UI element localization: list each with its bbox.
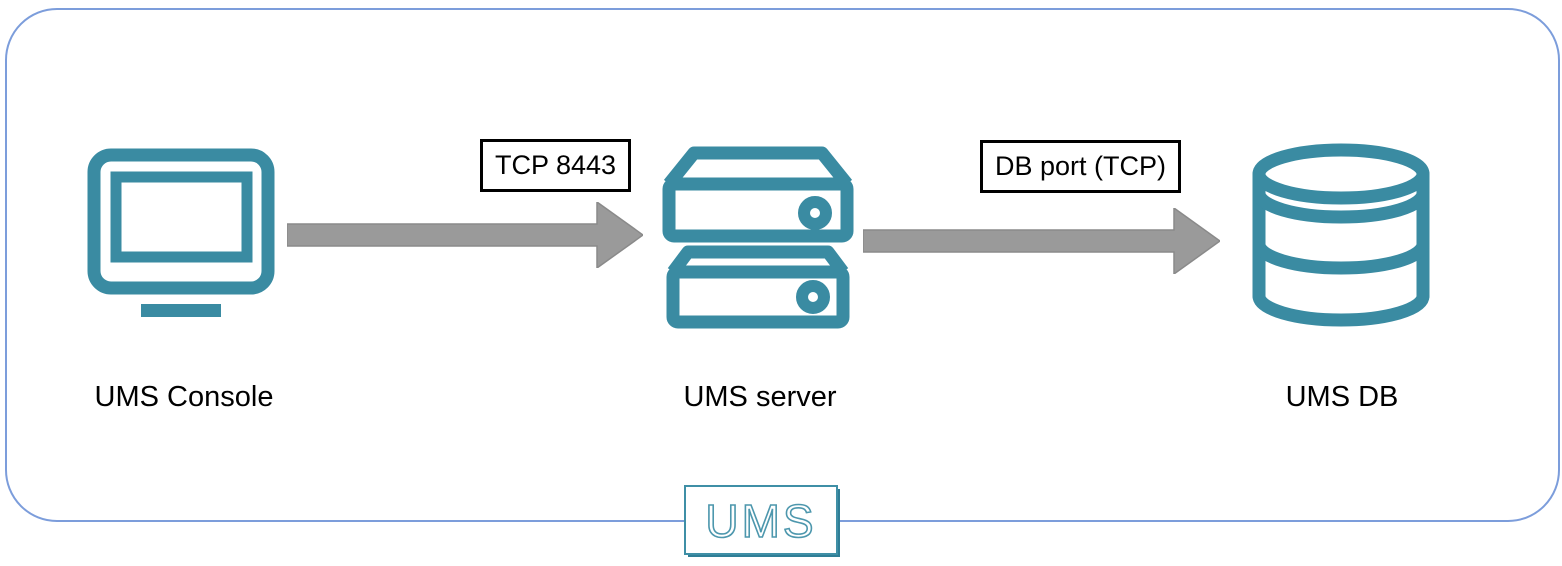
arrow-console-to-server: [287, 202, 643, 268]
database-icon: [1252, 143, 1430, 327]
ums-logo-label: UMS: [705, 495, 816, 547]
node-label-ums-console: UMS Console: [94, 381, 274, 413]
node-label-ums-db: UMS DB: [1285, 381, 1399, 413]
edge-label-db-port: DB port (TCP): [980, 140, 1182, 193]
arrow-server-to-db: [863, 208, 1220, 274]
edge-label-tcp-8443: TCP 8443: [480, 139, 632, 192]
monitor-icon: [87, 148, 275, 317]
ums-logo-badge: UMS: [684, 485, 838, 555]
node-label-ums-server: UMS server: [683, 381, 837, 413]
server-stack-icon: [662, 146, 854, 329]
ums-logo-text: UMS: [705, 494, 816, 548]
